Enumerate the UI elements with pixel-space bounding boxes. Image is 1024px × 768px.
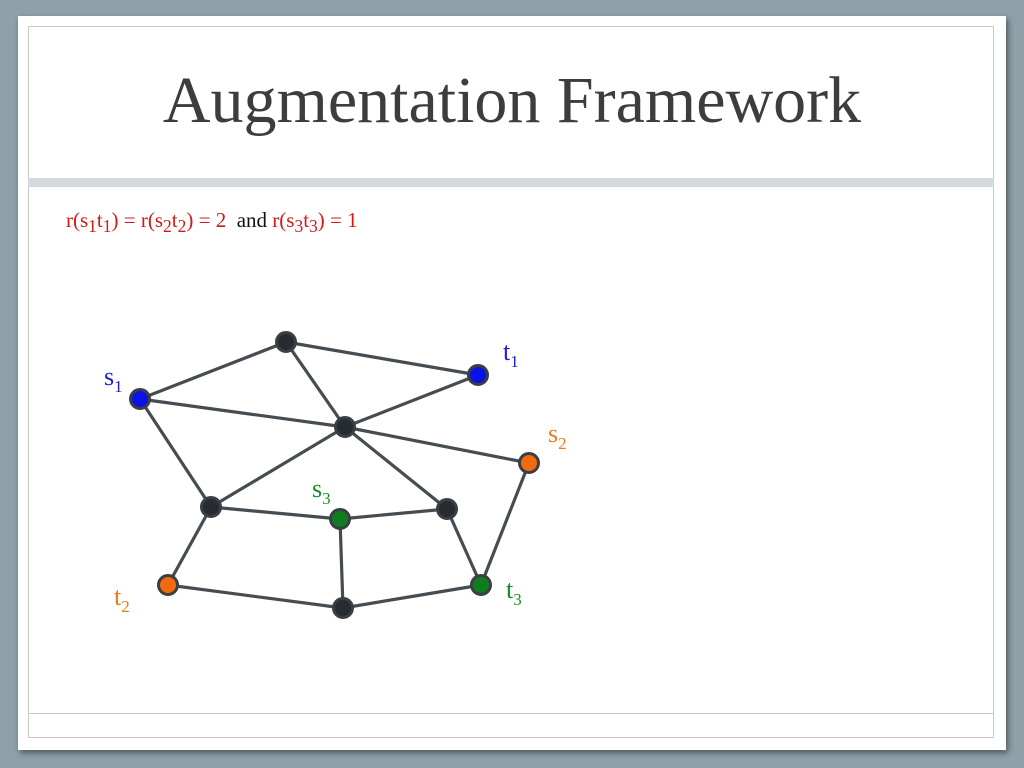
edge-center-left — [209, 425, 347, 509]
requirement-connector: and — [236, 208, 268, 232]
node-top — [275, 331, 297, 353]
requirement-part: t — [171, 208, 178, 232]
node-left — [200, 496, 222, 518]
edge-top-center — [284, 340, 347, 429]
requirement-part: ) = 1 — [317, 208, 358, 232]
requirement-part: ) = 2 — [186, 208, 227, 232]
requirement-subscript: 2 — [177, 216, 187, 237]
edge-center-right — [343, 425, 449, 511]
label-t1: t1 — [503, 337, 519, 371]
label-t2: t2 — [114, 582, 130, 616]
node-t3 — [470, 574, 492, 596]
label-s3-subscript: 3 — [322, 489, 331, 508]
label-t1-letter: t — [503, 337, 511, 366]
requirement-part: ) = r(s — [111, 208, 164, 232]
node-t1 — [467, 364, 489, 386]
requirement-part: r(s — [272, 208, 295, 232]
title-divider — [28, 178, 994, 187]
edge-t2-bottom — [166, 583, 345, 610]
label-s1-subscript: 1 — [114, 377, 123, 396]
label-t3-letter: t — [506, 575, 514, 604]
requirement-text: r(s1t1) = r(s2t2) = 2 and r(s3t3) = 1 — [66, 208, 358, 237]
label-s1: s1 — [104, 362, 123, 396]
node-s2 — [518, 452, 540, 474]
edge-left-t2 — [166, 505, 213, 587]
label-s2: s2 — [548, 419, 567, 453]
edge-center-s2 — [343, 425, 531, 465]
label-s2-letter: s — [548, 419, 558, 448]
node-s1 — [129, 388, 151, 410]
node-t2 — [157, 574, 179, 596]
requirement-subscript: 2 — [163, 216, 172, 237]
edge-s1-center — [138, 397, 347, 429]
edge-bottom-t3 — [341, 583, 483, 610]
requirement-part: t — [96, 208, 103, 232]
edge-s1-left — [138, 397, 213, 509]
label-s2-subscript: 2 — [558, 434, 567, 453]
label-t3-subscript: 3 — [513, 590, 522, 609]
node-s3 — [329, 508, 351, 530]
edge-top-t1 — [284, 340, 480, 377]
footer-divider — [28, 713, 994, 714]
label-t2-letter: t — [114, 582, 122, 611]
node-bottom — [332, 597, 354, 619]
label-s1-letter: s — [104, 362, 114, 391]
requirement-part: r(s — [66, 208, 89, 232]
requirement-subscript: 3 — [294, 216, 304, 237]
requirement-subscript: 1 — [88, 216, 97, 237]
edge-left-s3 — [209, 505, 342, 521]
graph-edges — [138, 340, 531, 610]
node-center — [334, 416, 356, 438]
node-right — [436, 498, 458, 520]
edge-center-t1 — [343, 373, 480, 429]
slide-title: Augmentation Framework — [162, 64, 862, 137]
graph-nodes — [129, 331, 540, 619]
requirement-subscript: 3 — [309, 216, 318, 237]
label-s3-letter: s — [312, 474, 322, 503]
edge-s2-t3 — [479, 461, 531, 587]
label-s3: s3 — [312, 474, 331, 508]
edge-s3-bottom — [338, 517, 345, 610]
edge-right-t3 — [445, 507, 483, 587]
label-t3: t3 — [506, 575, 522, 609]
requirement-part: t — [303, 208, 310, 232]
label-t1-subscript: 1 — [510, 352, 519, 371]
label-t2-subscript: 2 — [121, 597, 130, 616]
edge-s3-right — [338, 507, 449, 521]
requirement-subscript: 1 — [102, 216, 112, 237]
edge-s1-top — [138, 340, 288, 401]
